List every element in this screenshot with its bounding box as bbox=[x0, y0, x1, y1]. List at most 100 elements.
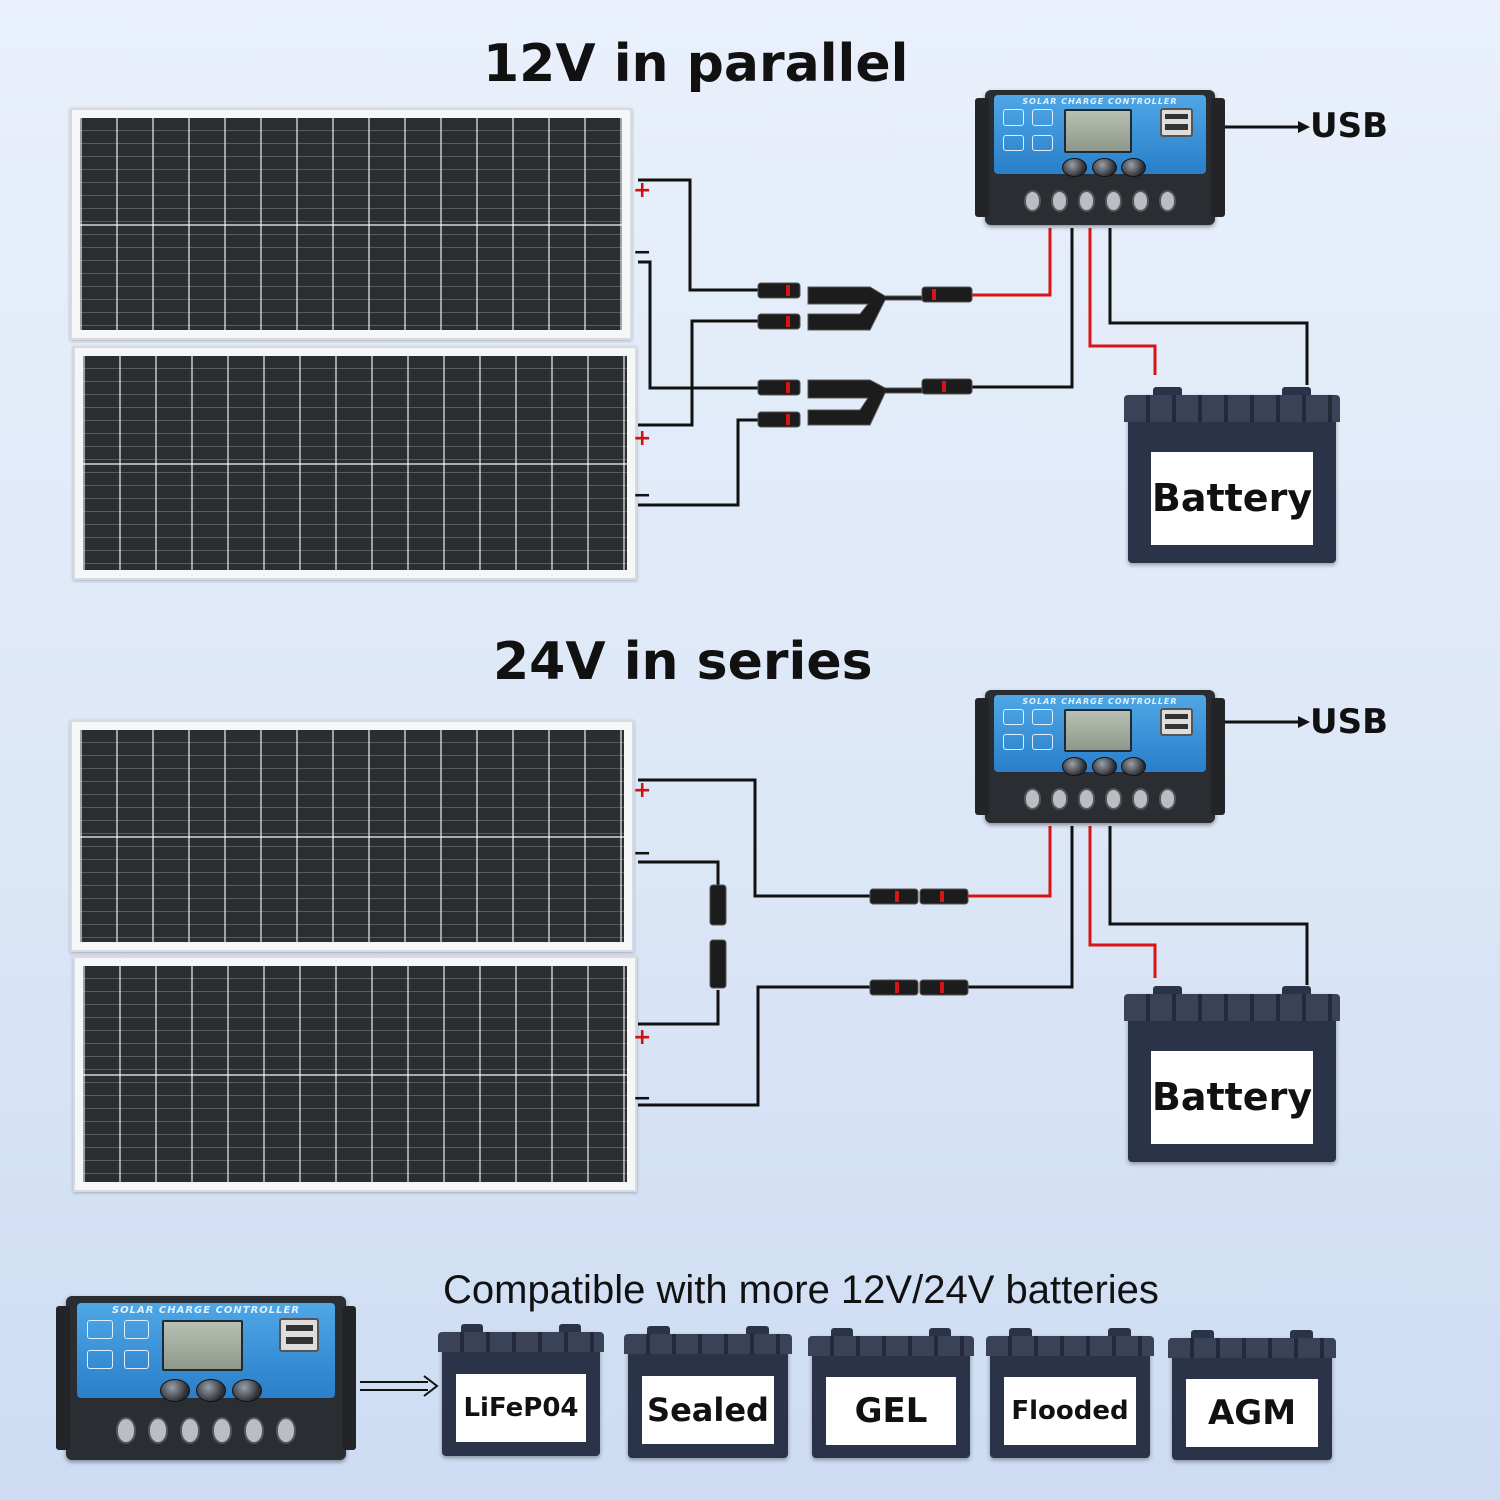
mc4-red-band bbox=[786, 414, 790, 425]
battery-type: AGM bbox=[1168, 1330, 1336, 1460]
wire-series-battery-minus bbox=[1108, 826, 1309, 985]
wire-parallel-battery-plus bbox=[1088, 228, 1157, 375]
terminal-row bbox=[66, 1417, 346, 1444]
controller-button bbox=[1121, 757, 1147, 776]
controller-button bbox=[1091, 757, 1117, 776]
solar-icon bbox=[87, 1319, 113, 1339]
mc4-red-band bbox=[940, 982, 944, 993]
mc4-connector bbox=[757, 411, 801, 428]
usb-port-icon bbox=[279, 1317, 320, 1353]
wire-parallel-bottom-minus bbox=[638, 418, 762, 507]
gear-icon bbox=[1032, 109, 1054, 126]
mc4-connector bbox=[869, 979, 919, 996]
mc4-connectors bbox=[709, 282, 973, 996]
mc4-connector bbox=[869, 888, 919, 905]
usb-arrow-parallel bbox=[1298, 121, 1310, 133]
timer-icon bbox=[87, 1350, 113, 1370]
branch-connector bbox=[807, 379, 923, 426]
wire-parallel-bottom-plus bbox=[638, 319, 760, 427]
battery-parallel: Battery bbox=[1124, 387, 1340, 563]
panel-minus-terminal: − bbox=[633, 240, 652, 265]
solar-icon bbox=[1002, 709, 1024, 726]
mc4-red-band bbox=[895, 891, 899, 902]
solar-panel bbox=[73, 346, 637, 580]
battery-type: GEL bbox=[808, 1328, 974, 1458]
wire-series-bottom-minus bbox=[638, 985, 870, 1107]
load-icon bbox=[123, 1350, 149, 1370]
lcd-display bbox=[162, 1319, 244, 1372]
mc4-red-band bbox=[940, 891, 944, 902]
wire-series-to-controller-minus bbox=[968, 826, 1074, 989]
mc4-connector bbox=[757, 379, 801, 396]
panel-minus-terminal: − bbox=[633, 1086, 652, 1111]
compatibility-title: Compatible with more 12V/24V batteries bbox=[443, 1268, 1159, 1312]
wire-parallel-battery-minus bbox=[1108, 228, 1309, 385]
panel-plus-terminal: + bbox=[633, 178, 652, 203]
controller-title: SOLAR CHARGE CONTROLLER bbox=[111, 1304, 301, 1316]
controller-button bbox=[1061, 757, 1088, 776]
wire-series-bottom-plus bbox=[638, 990, 720, 1026]
battery-type-label: AGM bbox=[1186, 1379, 1318, 1447]
controller-button bbox=[1061, 158, 1088, 178]
compat-arrow bbox=[360, 1375, 439, 1397]
charge-controller-parallel: SOLAR CHARGE CONTROLLER bbox=[975, 90, 1225, 225]
battery-type-label: Flooded bbox=[1004, 1377, 1136, 1445]
controller-button bbox=[231, 1378, 263, 1402]
wire-parallel-to-controller-minus bbox=[972, 228, 1074, 389]
controller-title: SOLAR CHARGE CONTROLLER bbox=[1022, 697, 1178, 707]
branch-connector bbox=[807, 286, 923, 331]
usb-port-icon bbox=[1159, 707, 1194, 737]
mc4-connector bbox=[709, 884, 727, 926]
controller-button bbox=[195, 1378, 227, 1402]
series-title: 24V in series bbox=[493, 632, 873, 692]
mc4-red-band bbox=[895, 982, 899, 993]
mc4-red-band bbox=[786, 316, 790, 327]
battery-type: LiFeP04 bbox=[438, 1324, 604, 1456]
gear-icon bbox=[123, 1319, 149, 1339]
wire-parallel-to-controller-plus bbox=[972, 228, 1052, 297]
wire-series-to-controller-plus bbox=[968, 826, 1052, 898]
mc4-red-band bbox=[932, 289, 936, 300]
panel-plus-terminal: + bbox=[633, 778, 652, 803]
terminal-row bbox=[985, 189, 1215, 212]
charge-controller-compat: SOLAR CHARGE CONTROLLER bbox=[56, 1296, 356, 1460]
lcd-display bbox=[1064, 109, 1132, 153]
battery-type-label: LiFeP04 bbox=[456, 1374, 586, 1443]
battery-type-label: Sealed bbox=[642, 1376, 774, 1445]
battery-type: Sealed bbox=[624, 1326, 792, 1458]
mc4-connector bbox=[709, 939, 727, 989]
solar-panel bbox=[70, 720, 634, 952]
usb-label: USB bbox=[1310, 106, 1389, 146]
battery-type-label: GEL bbox=[826, 1377, 956, 1445]
battery-type: Flooded bbox=[986, 1328, 1154, 1458]
wire-parallel-top-plus bbox=[638, 178, 760, 292]
solar-icon bbox=[1002, 109, 1024, 126]
mc4-red-band bbox=[786, 285, 790, 296]
timer-icon bbox=[1002, 134, 1024, 151]
solar-panel bbox=[73, 956, 637, 1192]
wire-parallel-top-minus bbox=[638, 260, 760, 390]
mc4-connector bbox=[757, 313, 801, 330]
panel-minus-terminal: − bbox=[633, 483, 652, 508]
battery-label: Battery bbox=[1150, 452, 1314, 545]
wire-series-top-plus bbox=[638, 778, 870, 898]
wire-series-battery-plus bbox=[1088, 826, 1157, 978]
panel-minus-terminal: − bbox=[633, 841, 652, 866]
battery-series: Battery bbox=[1124, 986, 1340, 1162]
panel-plus-terminal: + bbox=[633, 1025, 652, 1050]
gear-icon bbox=[1032, 709, 1054, 726]
wire-series-top-minus bbox=[638, 860, 720, 885]
mc4-red-band bbox=[786, 382, 790, 393]
usb-label: USB bbox=[1310, 702, 1389, 742]
controller-title: SOLAR CHARGE CONTROLLER bbox=[1022, 97, 1178, 107]
controller-button bbox=[1091, 158, 1117, 178]
mc4-connector bbox=[921, 286, 973, 303]
mc4-connector bbox=[757, 282, 801, 299]
solar-panel bbox=[70, 108, 632, 340]
parallel-title: 12V in parallel bbox=[483, 34, 909, 94]
charge-controller-series: SOLAR CHARGE CONTROLLER bbox=[975, 690, 1225, 823]
panel-plus-terminal: + bbox=[633, 426, 652, 451]
mc4-red-band bbox=[942, 381, 946, 392]
lcd-display bbox=[1064, 709, 1132, 752]
